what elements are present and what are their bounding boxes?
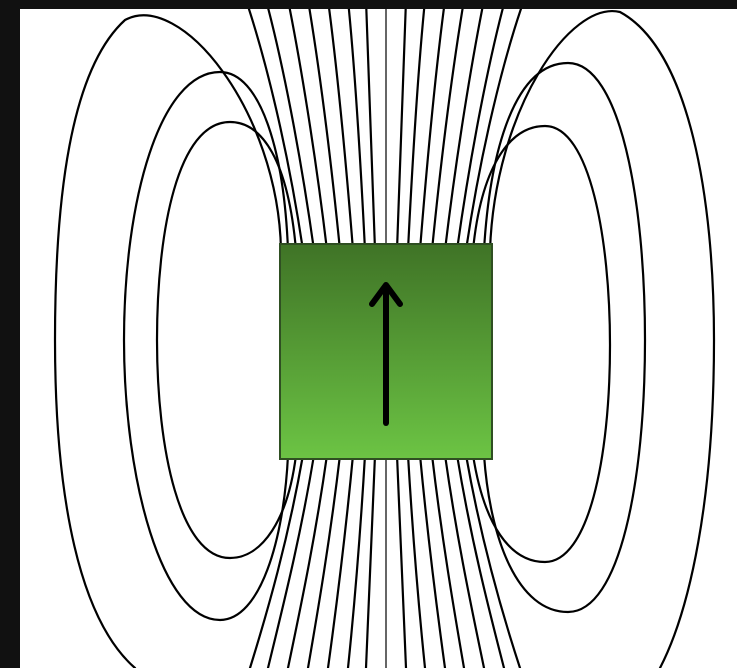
field-loop-right-middle [482, 61, 647, 614]
field-line-bottom-left-5 [286, 453, 329, 668]
field-line-top-left-1 [365, 9, 377, 252]
field-line-bottom-right-2 [406, 453, 427, 668]
field-line-top-left-2 [347, 9, 367, 252]
field-line-top-left-6 [267, 9, 316, 252]
field-line-bottom-right-3 [418, 453, 447, 668]
field-line-top-right-2 [406, 9, 426, 252]
field-line-top-left-7 [247, 9, 305, 252]
field-line-top-right-4 [430, 9, 464, 252]
field-loop-right-inner [471, 124, 612, 564]
field-line-top-right-6 [455, 9, 504, 252]
field-line-top-left-4 [308, 9, 342, 252]
field-line-bottom-left-2 [346, 453, 367, 668]
field-line-bottom-left-7 [248, 453, 305, 668]
field-line-bottom-right-5 [443, 453, 486, 668]
field-line-bottom-left-3 [326, 453, 355, 668]
field-line-top-right-5 [443, 9, 484, 252]
arrow-head [369, 282, 403, 307]
field-line-top-left-3 [328, 9, 355, 252]
field-line-top-right-1 [395, 9, 407, 252]
field-line-bottom-left-4 [306, 453, 342, 668]
north-arrow-icon [369, 282, 403, 426]
field-loop-left-middle [122, 70, 290, 622]
field-line-bottom-right-1 [395, 453, 408, 668]
field-line-top-left-5 [288, 9, 329, 252]
field-line-top-right-7 [464, 9, 523, 252]
field-line-bottom-right-6 [455, 453, 506, 668]
field-line-bottom-left-1 [364, 453, 377, 668]
field-line-bottom-left-6 [266, 453, 316, 668]
field-loop-left-inner [155, 120, 298, 560]
field-line-bottom-right-7 [464, 453, 522, 668]
field-loop-right-outer [488, 10, 716, 668]
field-line-bottom-right-4 [430, 453, 466, 668]
field-line-top-right-3 [418, 9, 445, 252]
field-loop-left-outer [53, 14, 283, 668]
